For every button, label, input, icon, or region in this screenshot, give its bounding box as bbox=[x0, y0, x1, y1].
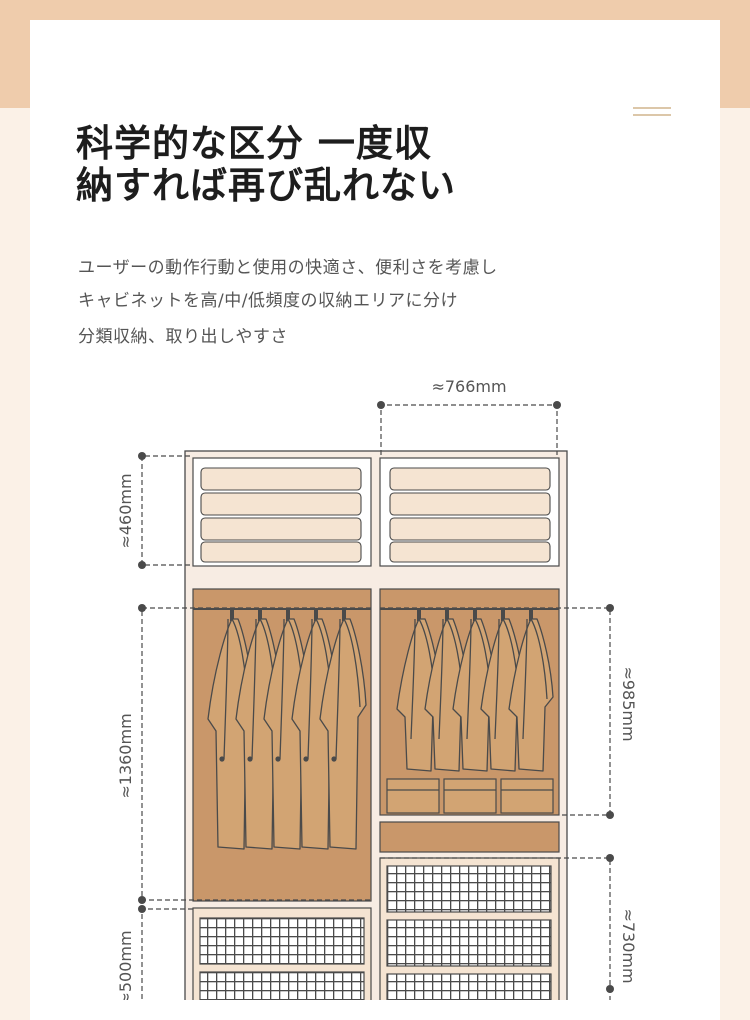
decorative-line-top bbox=[633, 107, 671, 109]
coats-right bbox=[396, 609, 554, 772]
dim-hanging-right-label: ≈985mm bbox=[619, 666, 638, 741]
dim-top-line bbox=[141, 455, 190, 566]
storage-boxes bbox=[386, 778, 554, 814]
hanger-hook bbox=[473, 609, 477, 621]
description-line-1: ユーザーの動作行動と使用の快適さ、便利さを考慮し bbox=[78, 258, 498, 278]
folded-item bbox=[200, 541, 362, 563]
dim-hanging-left-label: ≈1360mm bbox=[116, 713, 135, 798]
hanger-hook bbox=[417, 609, 421, 621]
hanger-hook bbox=[286, 609, 290, 621]
folded-item bbox=[389, 492, 551, 516]
headline-line-2: 納すれば再び乱れない bbox=[76, 164, 456, 207]
hanger-hook bbox=[314, 609, 318, 621]
dim-width-label: ≈766mm bbox=[431, 377, 506, 396]
description-line-2: キャビネットを高/中/低頻度の収納エリアに分け bbox=[78, 291, 458, 311]
storage-box bbox=[443, 778, 497, 814]
description-line-3: 分類収納、取り出しやすさ bbox=[78, 327, 288, 347]
dim-hanging-left-line bbox=[141, 607, 371, 901]
headline-line-1: 科学的な区分 一度収 bbox=[76, 122, 432, 165]
folded-item bbox=[200, 492, 362, 516]
hanger-hook bbox=[445, 609, 449, 621]
coats-left bbox=[207, 609, 367, 850]
grid-basket bbox=[386, 973, 552, 1000]
grid-basket bbox=[199, 971, 365, 1000]
dim-drawers-left-label: ≈500mm bbox=[116, 930, 135, 1000]
hanger-hook bbox=[342, 609, 346, 621]
hanger-hook bbox=[258, 609, 262, 621]
dim-drawers-right-line bbox=[380, 857, 611, 1000]
grid-basket bbox=[386, 865, 552, 913]
storage-box bbox=[386, 778, 440, 814]
folded-item bbox=[389, 517, 551, 541]
dim-top-label: ≈460mm bbox=[116, 473, 135, 548]
hanger-hook bbox=[501, 609, 505, 621]
storage-box bbox=[500, 778, 554, 814]
dim-width-line bbox=[380, 404, 558, 455]
dim-hanging-right-line bbox=[380, 607, 611, 816]
dim-drawers-right-label: ≈730mm bbox=[619, 908, 638, 983]
grid-baskets bbox=[199, 865, 552, 1000]
middle-shelf-right bbox=[379, 821, 560, 853]
folded-item bbox=[200, 467, 362, 491]
dimension-markers bbox=[138, 401, 614, 993]
grid-basket bbox=[199, 917, 365, 965]
grid-basket bbox=[386, 919, 552, 967]
folded-item bbox=[389, 467, 551, 491]
hanger-hook bbox=[529, 609, 533, 621]
decorative-line-bottom bbox=[633, 114, 671, 116]
folded-item bbox=[389, 541, 551, 563]
folded-stacks bbox=[200, 467, 551, 563]
hanger-hook bbox=[230, 609, 234, 621]
folded-item bbox=[200, 517, 362, 541]
